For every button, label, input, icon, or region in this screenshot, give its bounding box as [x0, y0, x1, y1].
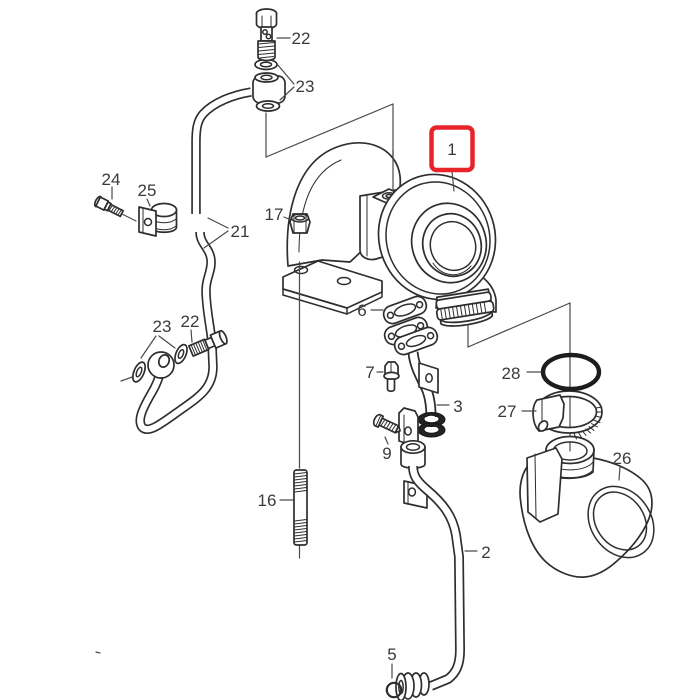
o-ring-illustration [540, 352, 602, 392]
oil-drain-pipe-upper-illustration [393, 326, 446, 438]
oil-pipe-upper-illustration [191, 87, 252, 214]
banjo-bolt-lower-illustration [188, 329, 228, 357]
callout-27[interactable]: 27 [498, 402, 517, 421]
callout-5[interactable]: 5 [387, 645, 396, 664]
nut-illustration [289, 213, 311, 234]
callout-25[interactable]: 25 [138, 181, 157, 200]
callout-labels: 22 23 21 24 25 17 16 23 22 6 7 3 9 2 5 2… [102, 29, 632, 664]
callout-7[interactable]: 7 [365, 363, 374, 382]
callout-22-lower[interactable]: 22 [181, 312, 200, 331]
oil-pipe-lower-illustration [135, 231, 218, 434]
callout-9[interactable]: 9 [382, 444, 391, 463]
drain-pipe-lower-illustration [395, 439, 465, 700]
bracket-screw-illustration [372, 407, 419, 448]
callout-pointers [111, 37, 621, 679]
callout-28[interactable]: 28 [502, 364, 521, 383]
seal-ring-illustration [385, 681, 403, 699]
highlight-box[interactable] [429, 125, 475, 173]
stud-illustration [293, 469, 308, 546]
clamp-screw-illustration [93, 195, 125, 218]
callout-26[interactable]: 26 [613, 449, 632, 468]
hose-clamp-illustration [532, 390, 603, 440]
callout-6[interactable]: 6 [357, 301, 366, 320]
banjo-fitting-lower-illustration [120, 329, 228, 383]
gasket-pair-illustration [382, 295, 429, 346]
banjo-bolt-upper-illustration [255, 8, 278, 62]
callout-17[interactable]: 17 [265, 205, 284, 224]
callout-2[interactable]: 2 [481, 543, 490, 562]
turbocharger-illustration [282, 142, 497, 327]
callout-21[interactable]: 21 [231, 222, 250, 241]
callout-16[interactable]: 16 [258, 491, 277, 510]
highlighted-callout-1[interactable]: 1 [429, 125, 475, 192]
callout-1[interactable]: 1 [447, 140, 456, 159]
pipe-clamp-illustration [138, 202, 178, 237]
flange-bolt-illustration [383, 361, 400, 393]
rubber-elbow-illustration [519, 435, 655, 578]
callout-3[interactable]: 3 [453, 397, 462, 416]
callout-22-upper[interactable]: 22 [292, 29, 311, 48]
callout-24[interactable]: 24 [102, 170, 121, 189]
callout-23-lower[interactable]: 23 [153, 317, 172, 336]
callout-23-upper[interactable]: 23 [296, 77, 315, 96]
